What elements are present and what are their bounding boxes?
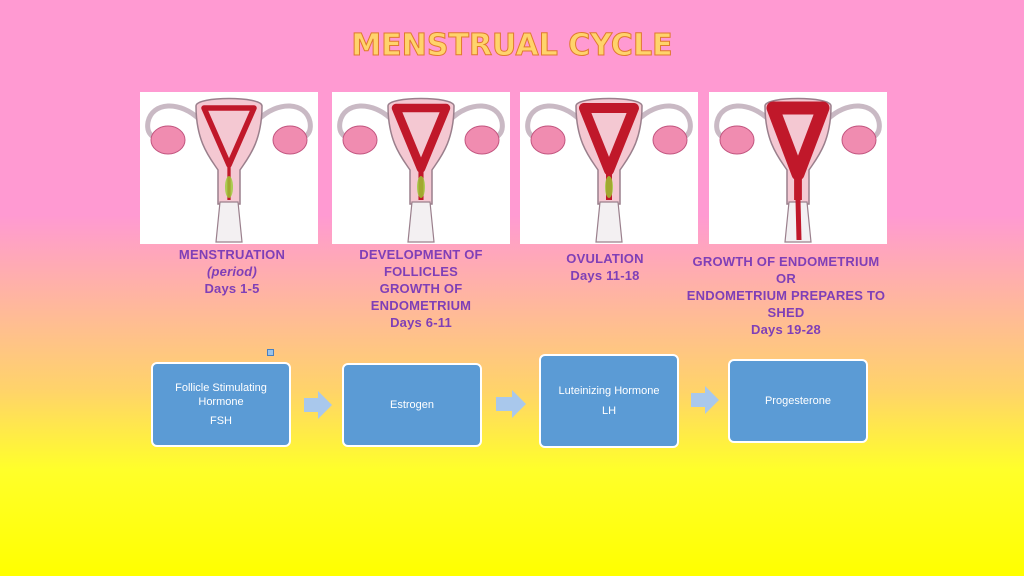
caption-line: OR [776, 271, 796, 286]
endometrium-lining [201, 105, 257, 168]
selection-handle [267, 349, 274, 356]
caption-line: GROWTH OF [379, 281, 463, 296]
vaginal-canal [407, 201, 435, 243]
cervical-mucus [225, 176, 233, 198]
hormone-line: Luteinizing Hormone [558, 385, 660, 397]
hormone-box-fsh: Follicle Stimulating Hormone FSH [151, 362, 291, 447]
ovary-right [652, 125, 688, 155]
endometrium-lining [391, 103, 451, 173]
ovary-left [342, 125, 378, 155]
cervical-mucus [417, 176, 425, 198]
page-title: MENSTRUAL CYCLE [351, 28, 673, 64]
hormone-line: Progesterone [764, 395, 832, 407]
caption-line: ENDOMETRIUM [370, 298, 472, 313]
vaginal-canal [215, 201, 243, 243]
caption-line: MENSTRUATION [178, 247, 286, 262]
ovary-left [719, 125, 755, 155]
ovary-right [272, 125, 308, 155]
endometrium-lining [766, 101, 830, 181]
caption-line: DEVELOPMENT OF [359, 247, 483, 262]
phase-caption-menstruation: MENSTRUATION (period) Days 1-5 [162, 246, 302, 297]
cervical-mucus [605, 176, 613, 198]
right-arrow-icon [691, 386, 719, 414]
phase-caption-endometrium: GROWTH OF ENDOMETRIUM OR ENDOMETRIUM PRE… [676, 253, 896, 338]
hormone-line: Hormone [198, 396, 244, 408]
uterus-illustration [145, 97, 313, 243]
uterus-image-endometrium-growth [709, 92, 887, 244]
uterus-image-ovulation [520, 92, 698, 244]
caption-line: Days 1-5 [204, 281, 260, 296]
caption-line: Days 6-11 [390, 315, 452, 330]
caption-line: OVULATION [566, 251, 644, 266]
phase-caption-development: DEVELOPMENT OF FOLLICLES GROWTH OF ENDOM… [346, 246, 496, 331]
uterus-image-follicle-development [332, 92, 510, 244]
hormone-line: Estrogen [389, 399, 435, 411]
menstrual-flow [795, 199, 802, 241]
uterus-illustration [525, 97, 693, 243]
phase-caption-ovulation: OVULATION Days 11-18 [550, 250, 660, 284]
caption-line: Days 19-28 [751, 322, 821, 337]
caption-line: SHED [767, 305, 805, 320]
caption-line: (period) [207, 264, 257, 279]
hormone-box-lh: Luteinizing Hormone LH [539, 354, 679, 448]
ovary-left [150, 125, 186, 155]
ovary-left [530, 125, 566, 155]
hormone-line: FSH [210, 415, 232, 427]
caption-line: FOLLICLES [383, 264, 459, 279]
caption-line: GROWTH OF ENDOMETRIUM [692, 254, 880, 269]
hormone-box-estrogen: Estrogen [342, 363, 482, 447]
hormone-box-progesterone: Progesterone [728, 359, 868, 443]
endometrium-lining [579, 103, 639, 176]
uterus-illustration [714, 97, 882, 243]
caption-line: Days 11-18 [570, 268, 640, 283]
caption-line: ENDOMETRIUM PREPARES TO [686, 288, 886, 303]
uterus-illustration [337, 97, 505, 243]
ovary-right [841, 125, 877, 155]
right-arrow-icon [304, 391, 332, 419]
right-arrow-icon [496, 390, 526, 418]
vaginal-canal [595, 201, 623, 243]
uterus-image-menstruation [140, 92, 318, 244]
hormone-line: Follicle Stimulating [175, 382, 267, 394]
hormone-line: LH [601, 405, 617, 417]
ovary-right [464, 125, 500, 155]
